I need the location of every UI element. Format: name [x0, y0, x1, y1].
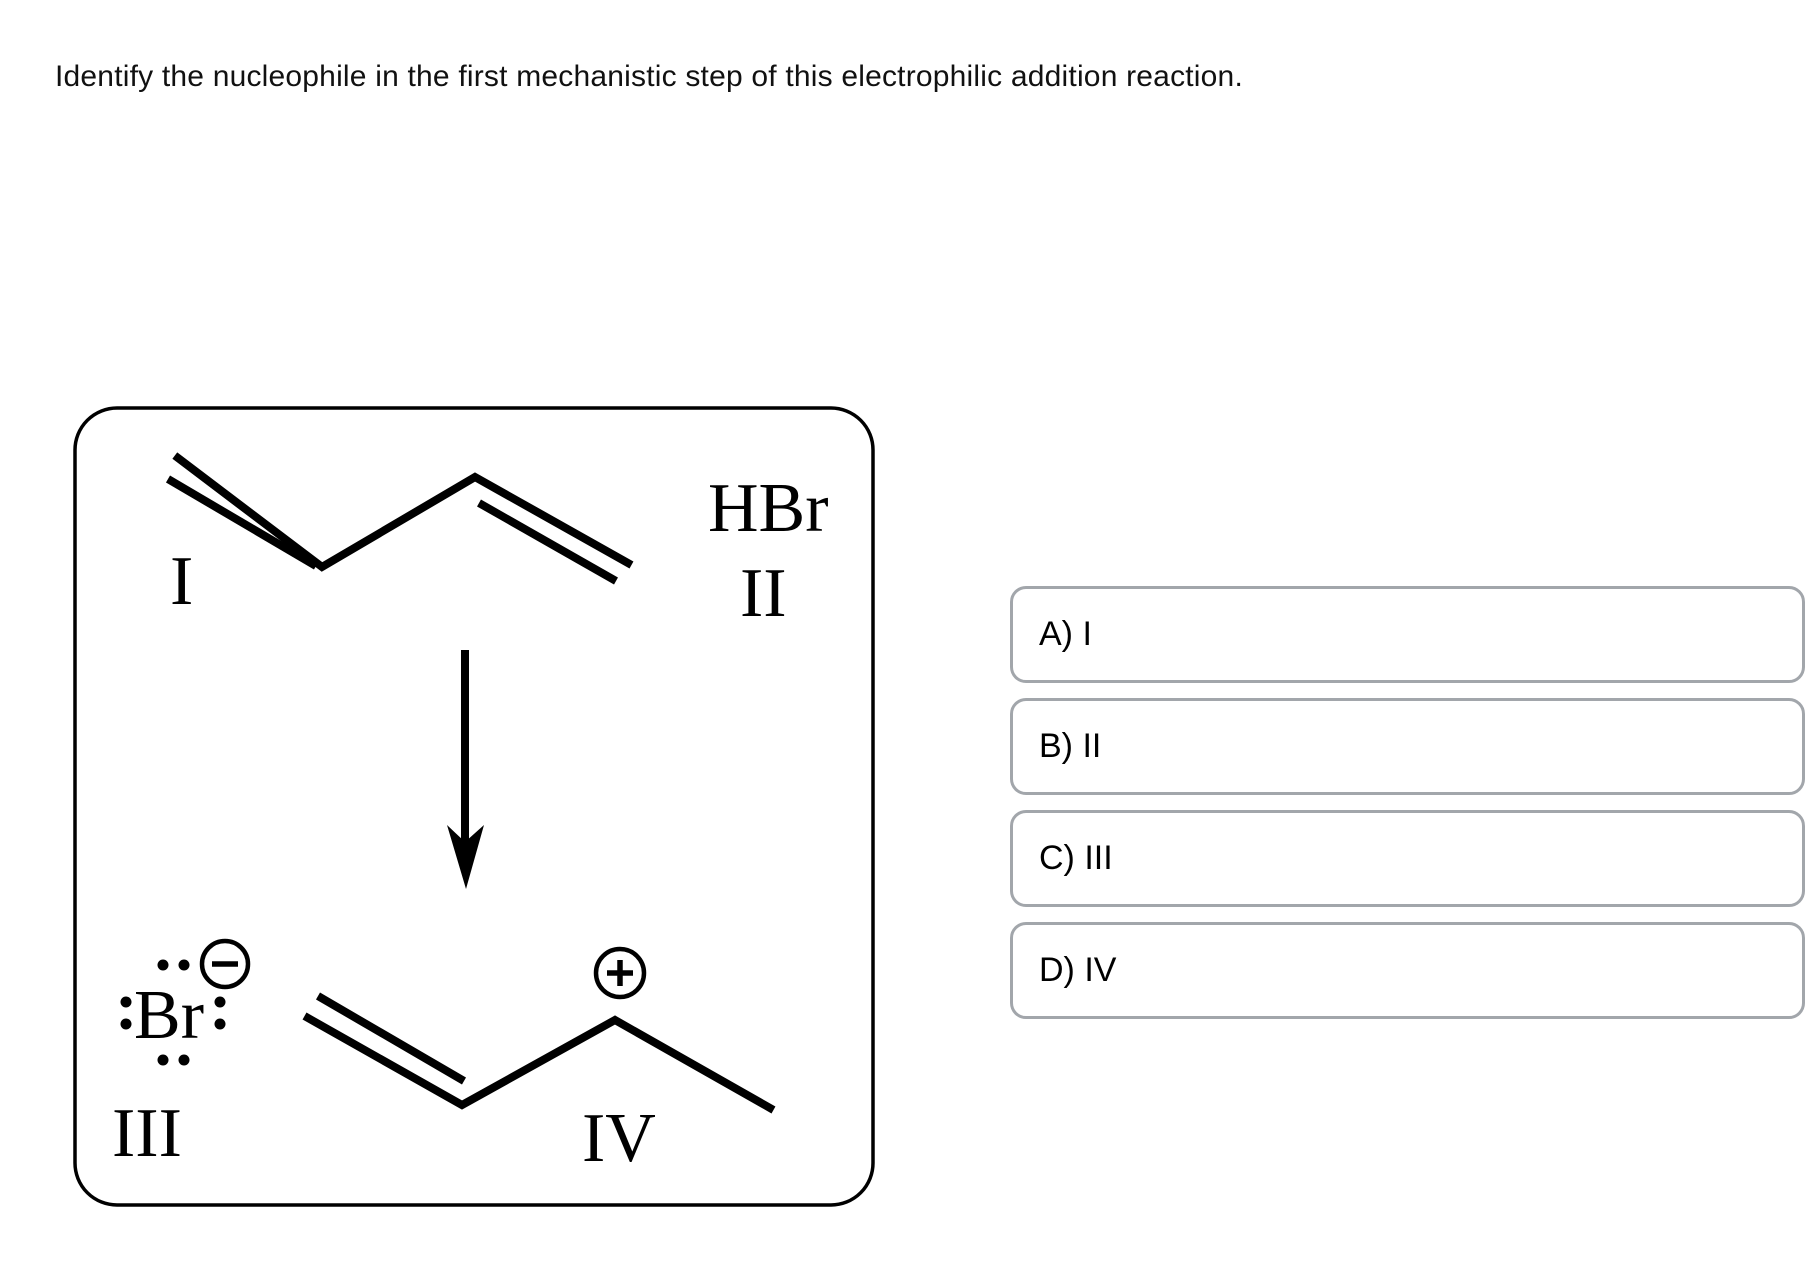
carbocation-label: IV: [582, 1100, 656, 1177]
answer-option-d-label: D) IV: [1039, 951, 1117, 989]
answer-option-a[interactable]: A) I: [1010, 586, 1805, 683]
butadiene-label: I: [170, 543, 193, 620]
bromide-ion-structure: Br: [120, 938, 251, 1066]
reaction-arrow-icon: [447, 650, 484, 889]
bromide-label: III: [112, 1095, 182, 1172]
answer-option-d[interactable]: D) IV: [1010, 922, 1805, 1019]
minus-charge-icon: [199, 938, 251, 990]
plus-charge-icon: [593, 946, 647, 1000]
reagent-formula: HBr: [708, 470, 829, 547]
answer-option-c-label: C) III: [1039, 839, 1113, 877]
answer-option-b[interactable]: B) II: [1010, 698, 1805, 795]
allyl-cation-structure: [302, 992, 776, 1114]
answer-option-a-label: A) I: [1039, 615, 1092, 653]
butadiene-structure: [165, 452, 634, 585]
diagram-box: [73, 406, 875, 1207]
bromide-symbol: Br: [134, 977, 204, 1054]
question-text: Identify the nucleophile in the first me…: [55, 60, 1243, 93]
lone-pair-dots: [120, 959, 226, 1066]
answer-option-b-label: B) II: [1039, 727, 1102, 765]
reagent-label: II: [740, 555, 787, 632]
answer-option-c[interactable]: C) III: [1010, 810, 1805, 907]
